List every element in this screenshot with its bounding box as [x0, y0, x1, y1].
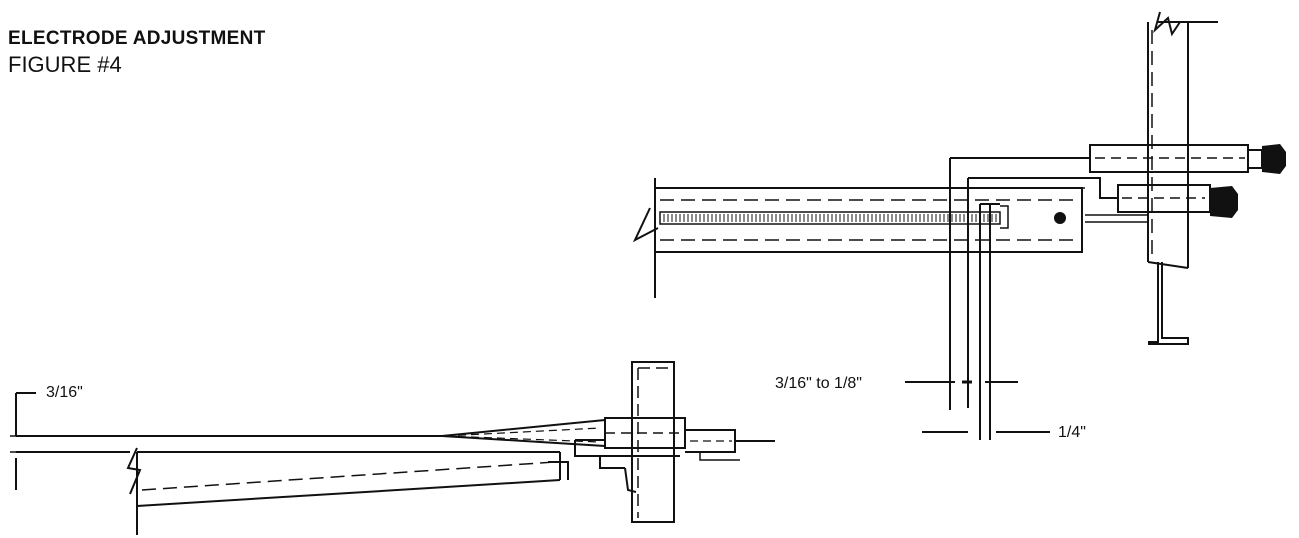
- label-spacing: 1/4": [1058, 424, 1086, 441]
- figure-title: ELECTRODE ADJUSTMENT: [8, 28, 266, 49]
- terminal-nuts: [1210, 144, 1286, 218]
- left-electrode-assembly: [10, 361, 775, 535]
- right-electrode-assembly: [632, 11, 1263, 440]
- ruler-ticks: [663, 214, 997, 222]
- label-left-gap: 3/16": [46, 384, 83, 401]
- figure-number: FIGURE #4: [8, 52, 122, 77]
- label-gap-range: 3/16" to 1/8": [775, 375, 862, 392]
